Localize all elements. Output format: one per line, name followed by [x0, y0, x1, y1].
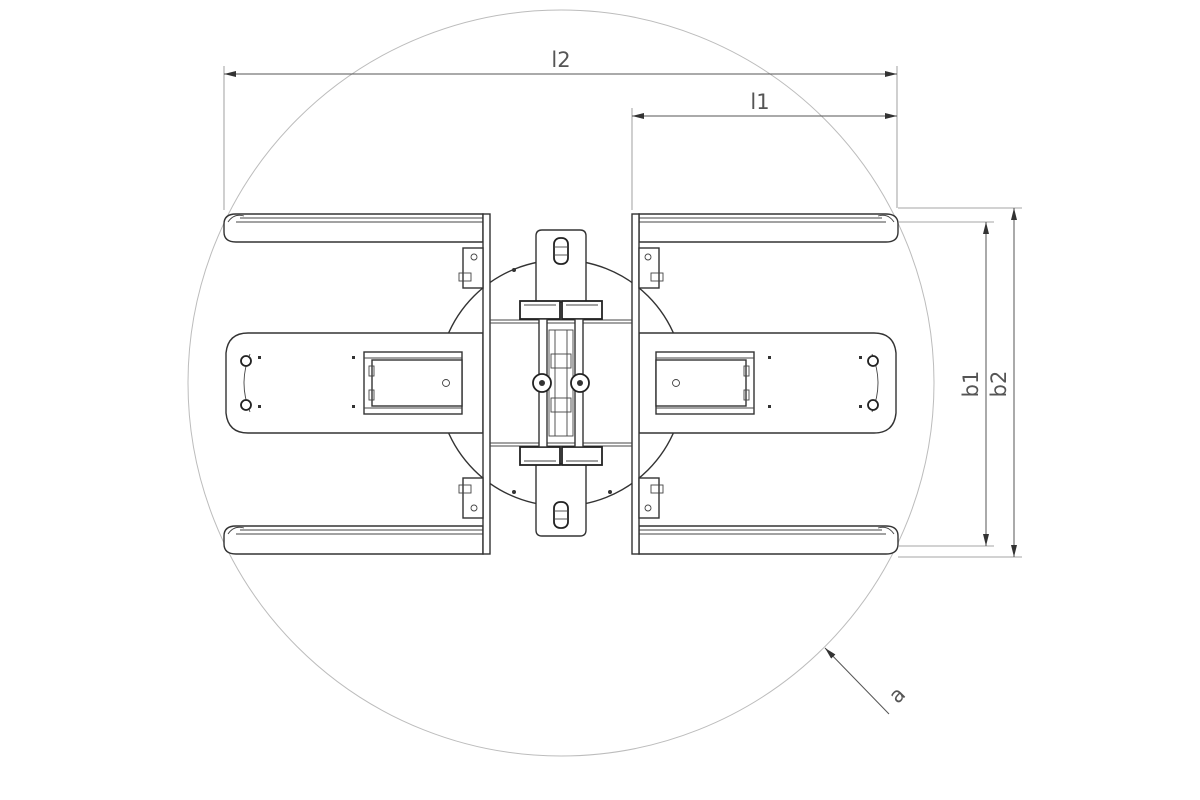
arm-middle-left	[225, 332, 484, 434]
arm-middle-right	[638, 332, 897, 434]
dimension-label-outer-width: b2	[987, 371, 1011, 398]
arm-lower-left	[223, 525, 484, 555]
arm-upper-right	[638, 213, 899, 243]
tab-bottom	[535, 463, 587, 537]
disc-hole	[512, 490, 516, 494]
disc-hole	[512, 268, 516, 272]
arm-upper-left	[223, 213, 484, 243]
dimension-label-arm-length: l1	[750, 90, 769, 114]
dimension-label-inner-width: b1	[959, 371, 983, 398]
side-plate-left	[458, 213, 491, 555]
arm-lower-right	[638, 525, 899, 555]
dimension-radius: a	[824, 647, 910, 715]
dimension-label-overall-length: l2	[551, 48, 570, 72]
tab-top	[535, 229, 587, 303]
dimension-label-radius: a	[884, 682, 910, 708]
dimension-widths: b1 b2	[898, 207, 1022, 558]
dimension-overall-length: l2	[223, 48, 898, 210]
swing-radius-circle	[187, 9, 935, 757]
disc-hole	[608, 490, 612, 494]
central-mechanism	[519, 300, 603, 466]
dimension-arm-length: l1	[631, 90, 897, 210]
side-plate-right	[631, 213, 664, 555]
